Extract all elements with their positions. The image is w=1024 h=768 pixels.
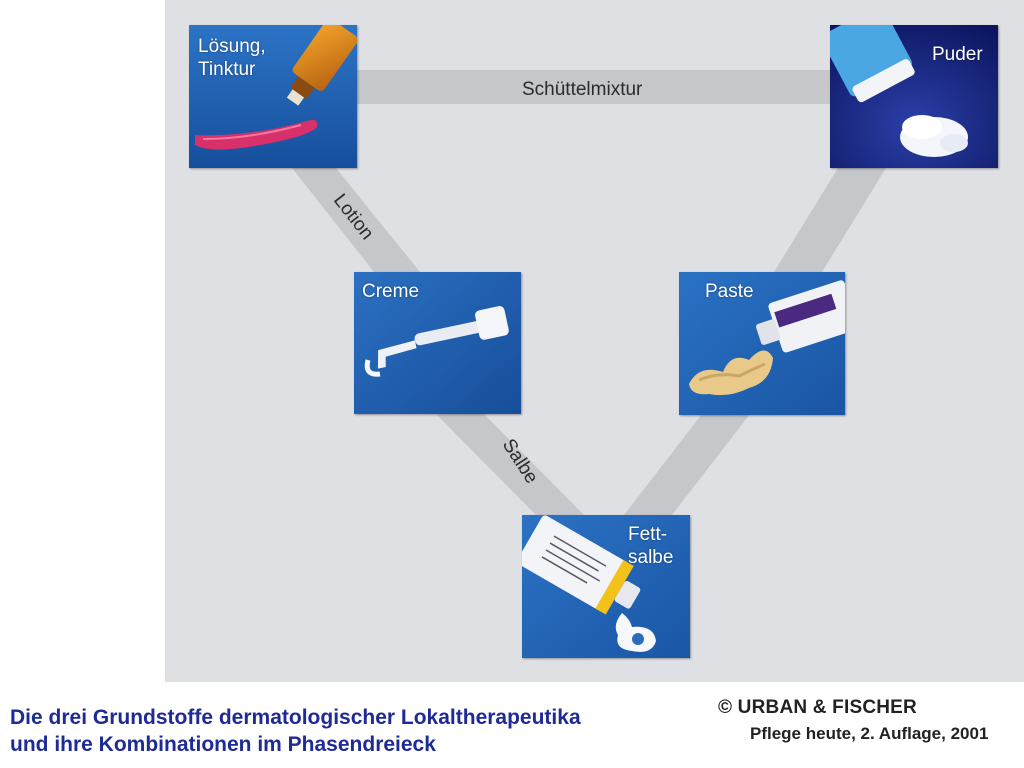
edge-label-top: Schüttelmixtur xyxy=(522,79,643,100)
band-right-upper xyxy=(774,168,886,272)
figure-caption: Die drei Grundstoffe dermatologischer Lo… xyxy=(10,704,581,758)
node-fettsalbe: Fett- salbe xyxy=(522,515,690,658)
band-top xyxy=(355,70,830,104)
connector-bands xyxy=(292,70,886,515)
node-label-creme: Creme xyxy=(362,281,420,302)
node-puder: Puder xyxy=(830,25,998,168)
caption-line-1: Die drei Grundstoffe dermatologischer Lo… xyxy=(10,706,581,729)
dropper-bottle-and-spoon-icon xyxy=(189,25,357,168)
caption-line-2: und ihre Kombinationen im Phasendreieck xyxy=(10,733,436,756)
node-paste: Paste xyxy=(679,272,845,415)
band-left-lower xyxy=(436,414,584,515)
cream-tube-icon xyxy=(354,272,521,414)
node-label-paste: Paste xyxy=(705,281,754,302)
ointment-tube-icon xyxy=(522,515,690,658)
band-right-lower xyxy=(624,414,750,515)
node-label-fettsalbe: Fett- salbe xyxy=(628,524,674,568)
node-creme: Creme xyxy=(354,272,521,414)
powder-shaker-icon xyxy=(830,25,998,168)
credit-publisher: © URBAN & FISCHER xyxy=(718,697,917,718)
copyright-credit: © URBAN & FISCHER Pflege heute, 2. Aufla… xyxy=(718,695,1018,747)
credit-source: Pflege heute, 2. Auflage, 2001 xyxy=(750,724,989,743)
node-label-loesung: Lösung, Tinktur xyxy=(198,36,266,80)
paste-tube-icon xyxy=(679,272,845,415)
node-label-puder: Puder xyxy=(932,44,983,65)
band-left-upper xyxy=(292,168,420,272)
node-loesung-tinktur: Lösung, Tinktur xyxy=(189,25,357,168)
